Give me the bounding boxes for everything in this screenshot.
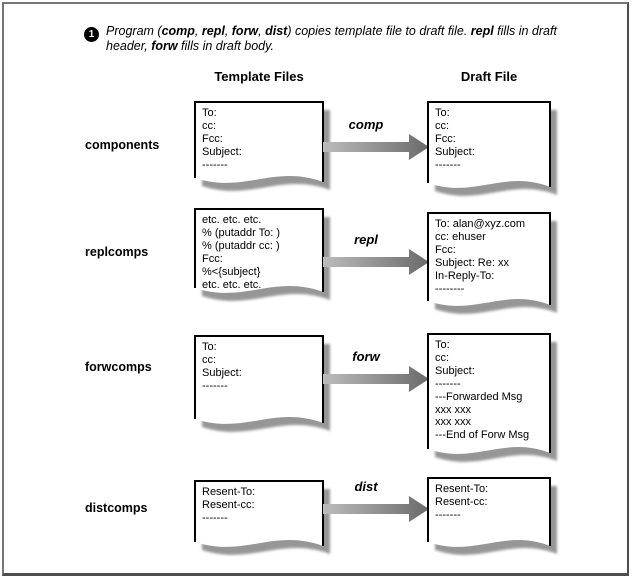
dist-arrow-icon: [323, 496, 429, 522]
caption-line-1: Program (comp, repl, forw, dist) copies …: [106, 24, 557, 38]
comp-arrow-icon: [323, 134, 429, 160]
program-label-repl: repl: [354, 232, 378, 247]
program-label-comp: comp: [348, 117, 384, 132]
repl-arrow-icon: [323, 249, 429, 275]
draft-file-distcomps: Resent-To:Resent-cc:-------: [427, 477, 557, 555]
row-label-components: components: [85, 138, 160, 152]
program-label-forw: forw: [352, 349, 380, 364]
row-label-replcomps: replcomps: [85, 245, 149, 259]
template-file-distcomps: Resent-To:Resent-cc:-------: [194, 480, 330, 555]
template-file-forwcomps: To:cc:Subject:-------: [194, 335, 330, 432]
column-header-template-files: Template Files: [214, 69, 304, 84]
template-file-replcomps: etc. etc. etc.% (putaddr To: )% (putaddr…: [194, 208, 330, 301]
column-header-draft-file: Draft File: [460, 69, 518, 84]
template-file-distcomps-text: Resent-To:Resent-cc:-------: [202, 486, 256, 524]
figure-caption: 1 Program (comp, repl, forw, dist) copie…: [84, 24, 564, 53]
draft-file-components: To:cc:Fcc:Subject:-------: [427, 101, 557, 196]
template-file-components-text: To:cc:Fcc:Subject:-------: [202, 107, 242, 171]
template-file-forwcomps-text: To:cc:Subject:-------: [202, 341, 242, 392]
forw-arrow-icon: [323, 366, 429, 392]
draft-file-components-text: To:cc:Fcc:Subject:-------: [435, 107, 475, 171]
template-file-replcomps-text: etc. etc. etc.% (putaddr To: )% (putaddr…: [202, 214, 281, 291]
footnote-1-badge: 1: [84, 27, 99, 42]
program-label-dist: dist: [354, 479, 378, 494]
row-label-forwcomps: forwcomps: [85, 360, 152, 374]
caption-line-2: header, forw fills in draft body.: [106, 38, 274, 53]
row-label-distcomps: distcomps: [85, 501, 148, 515]
template-file-components: To:cc:Fcc:Subject:-------: [194, 101, 330, 191]
draft-file-distcomps-text: Resent-To:Resent-cc:-------: [435, 483, 489, 521]
